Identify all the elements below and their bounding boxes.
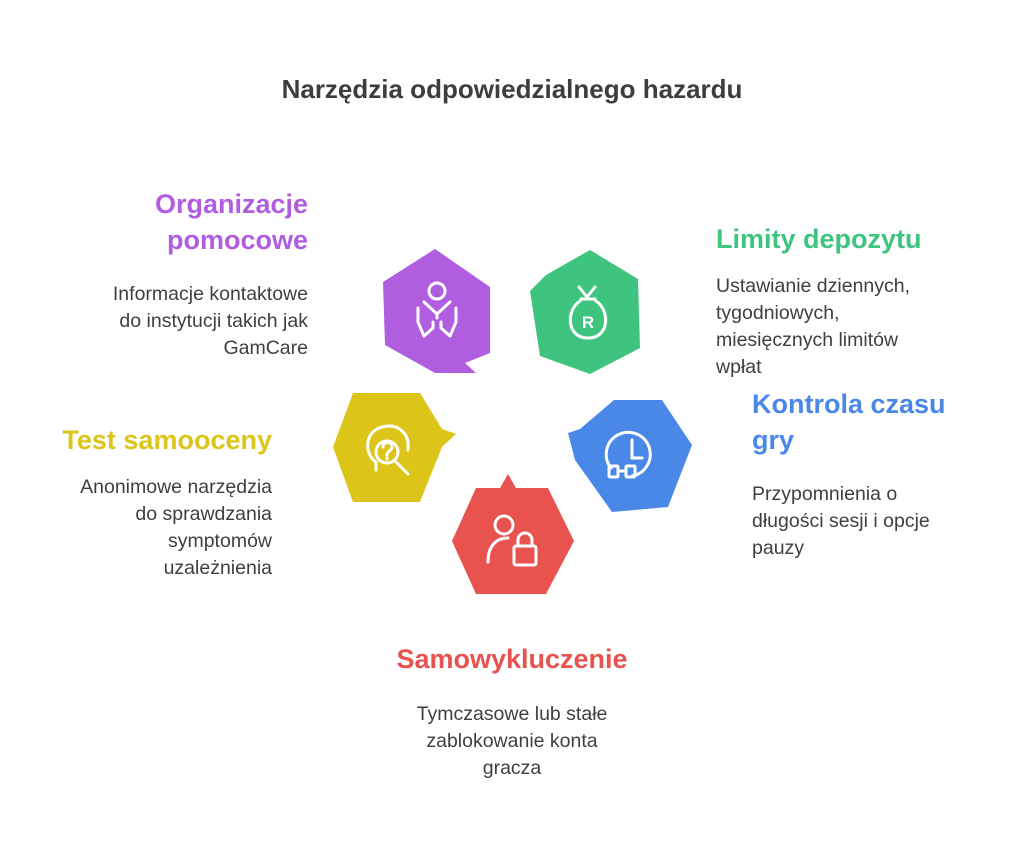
- desc-test-samooceny: Anonimowe narzędzia do sprawdzania sympt…: [80, 476, 272, 579]
- heading-organizacje-pomocowe: Organizacje pomocowe: [154, 189, 308, 255]
- svg-text:R: R: [582, 313, 594, 332]
- hands-support-icon: [416, 281, 458, 338]
- desc-organizacje-pomocowe: Informacje kontaktowe do instytucji taki…: [112, 283, 308, 359]
- hexagon-shape-green: [530, 250, 640, 374]
- heading-kontrola-czasu: Kontrola czasu gry: [752, 389, 946, 455]
- desc-samowykluczenie: Tymczasowe lub stałe zablokowanie konta …: [416, 703, 608, 779]
- heading-samowykluczenie: Samowykluczenie: [396, 644, 628, 674]
- desc-kontrola-czasu: Przypomnienia o długości sesji i opcje p…: [752, 483, 930, 559]
- heading-limity-depozytu: Limity depozytu: [716, 224, 922, 254]
- hexagon-test-samooceny: [333, 393, 456, 502]
- desc-limity-depozytu: Ustawianie dziennych, tygodniowych, mies…: [716, 275, 911, 378]
- hexagon-limity-depozytu: R: [530, 250, 640, 374]
- hexagon-shape-purple: [383, 249, 490, 373]
- page-title: Narzędzia odpowiedzialnego hazardu: [281, 74, 743, 104]
- hexagon-samowykluczenie: [452, 474, 574, 594]
- money-bag-icon: R: [568, 285, 608, 340]
- user-lock-icon: [486, 514, 538, 567]
- hexagon-shape-red: [452, 474, 574, 594]
- hexagon-organizacje-pomocowe: [383, 249, 490, 373]
- hexagon-shape-yellow: [333, 393, 456, 502]
- heading-test-samooceny: Test samooceny: [62, 425, 272, 455]
- clock-icon: [604, 430, 652, 479]
- hexagon-shape-blue: [568, 400, 692, 512]
- hexagon-kontrola-czasu: [568, 400, 692, 512]
- head-magnifier-icon: [366, 424, 410, 476]
